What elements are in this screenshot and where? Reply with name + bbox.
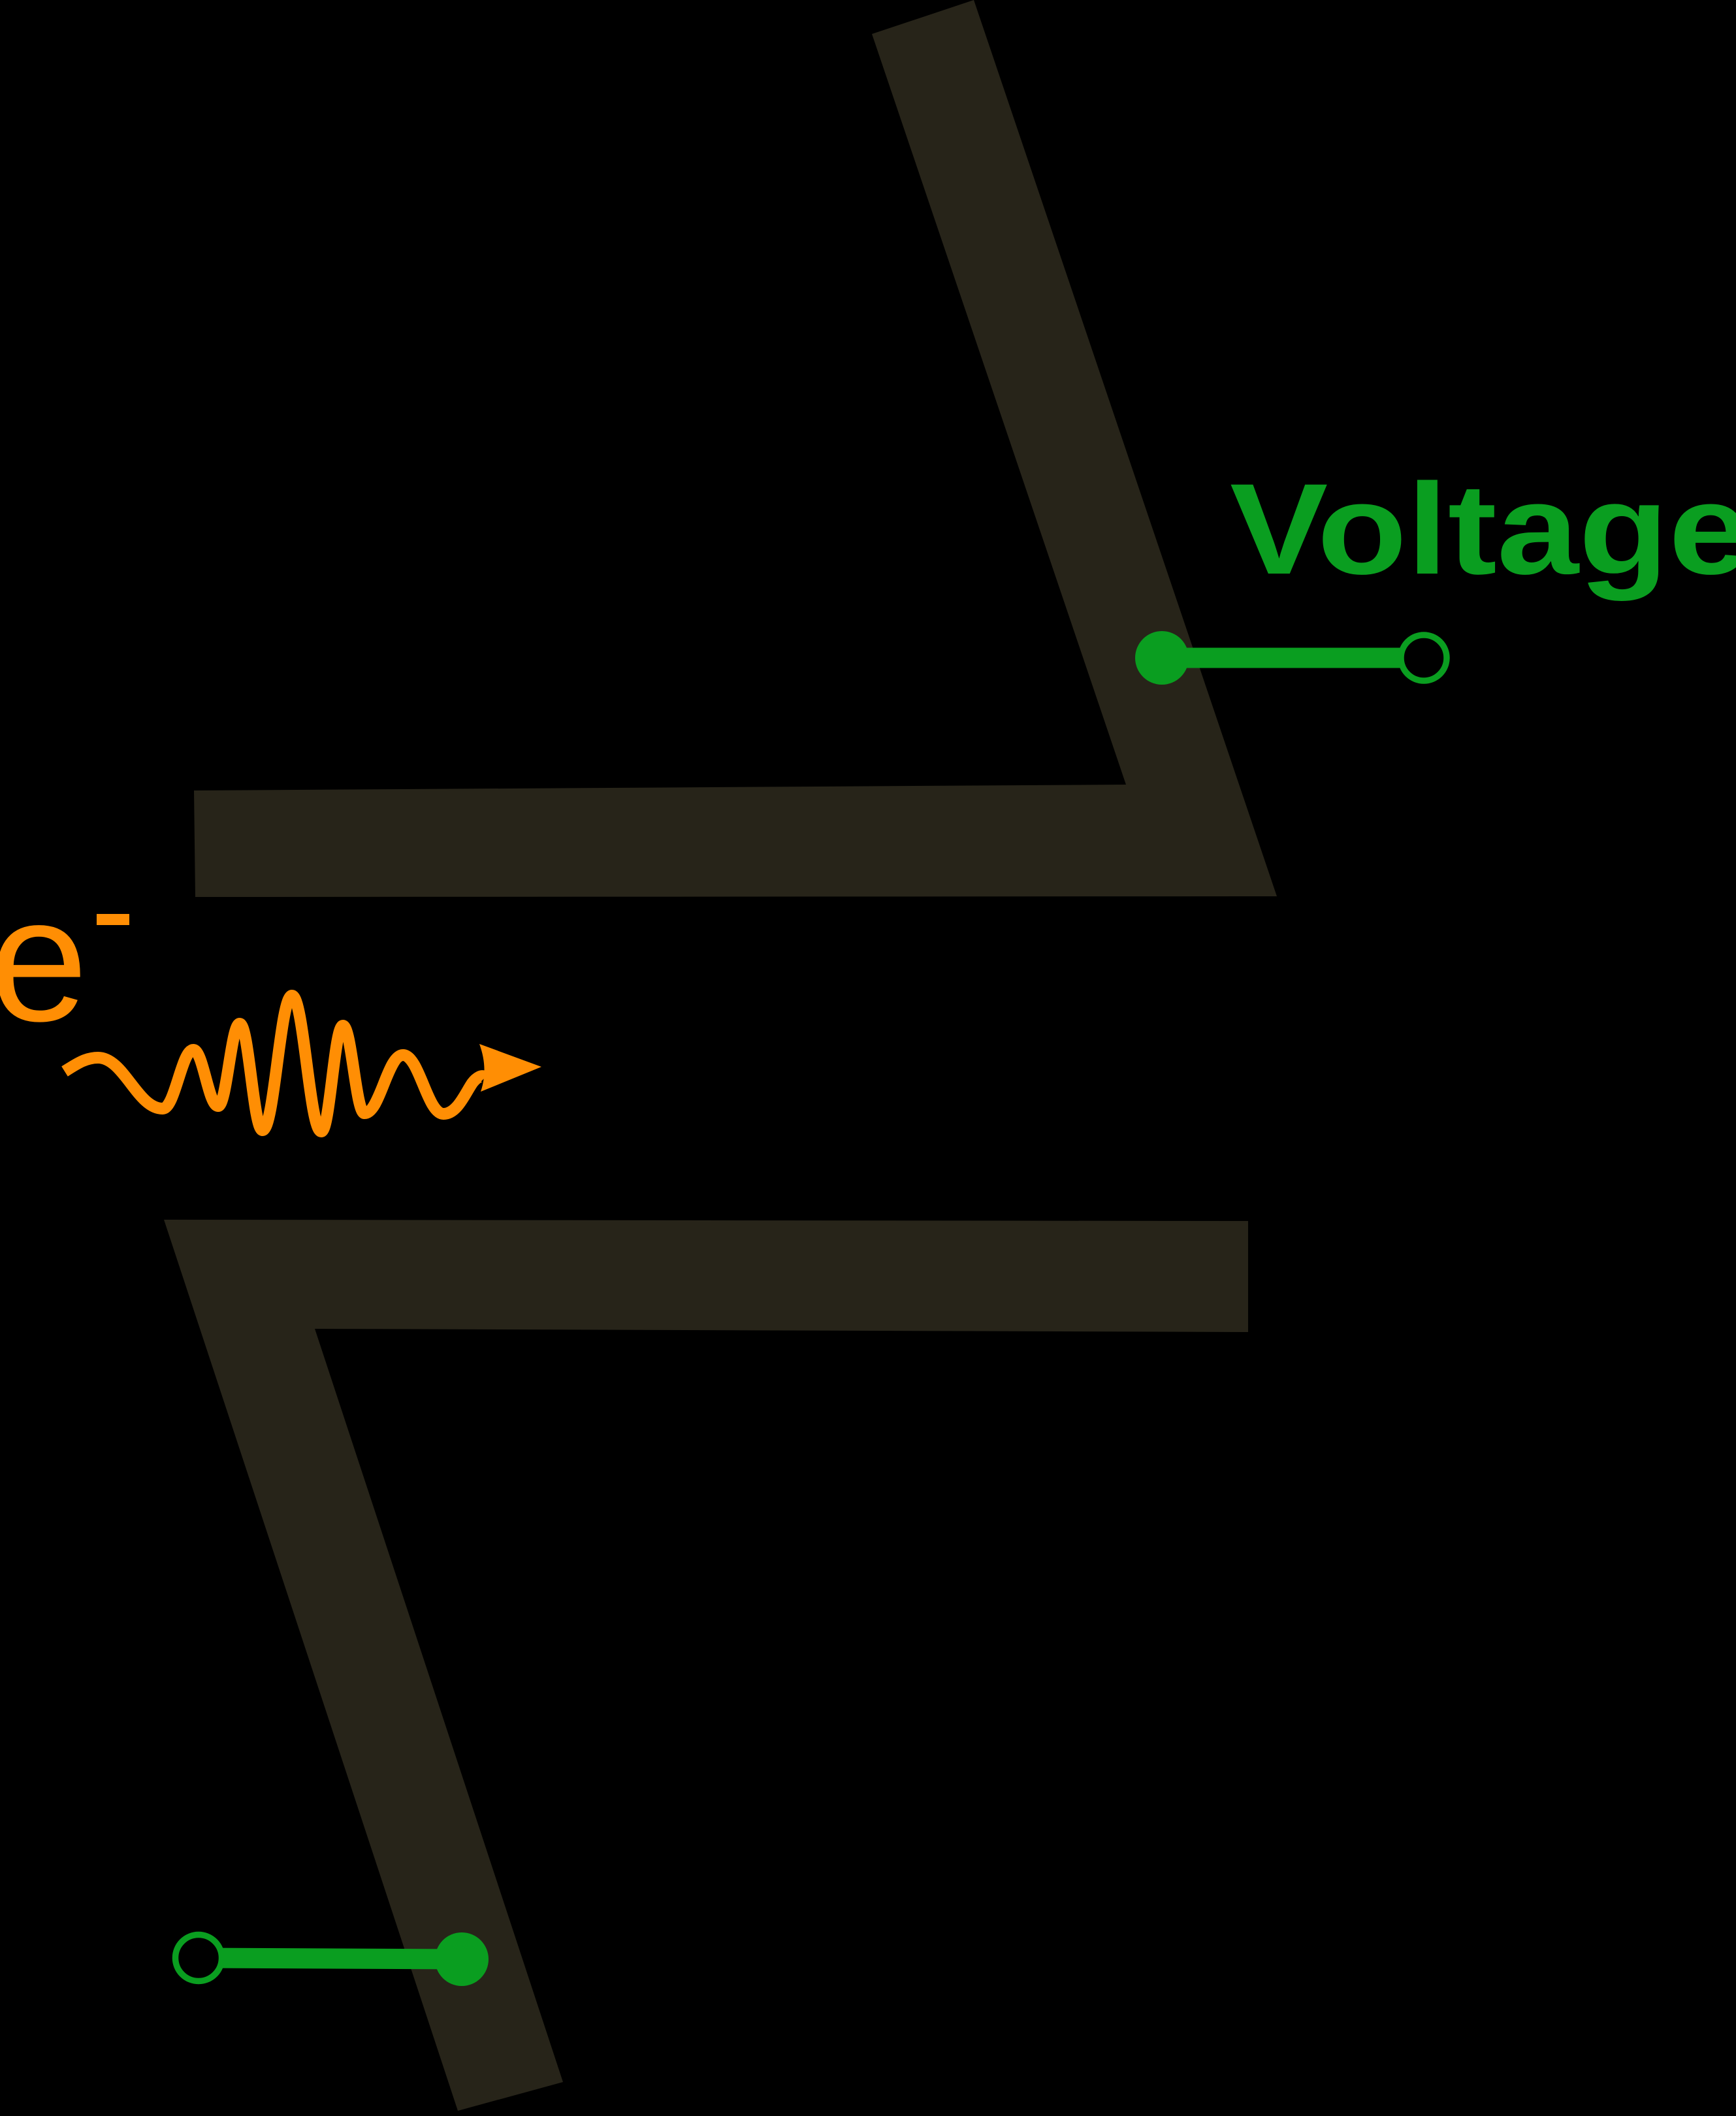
svg-text:Voltage: Voltage [1230,457,1736,601]
svg-text:e: e [0,861,88,1058]
